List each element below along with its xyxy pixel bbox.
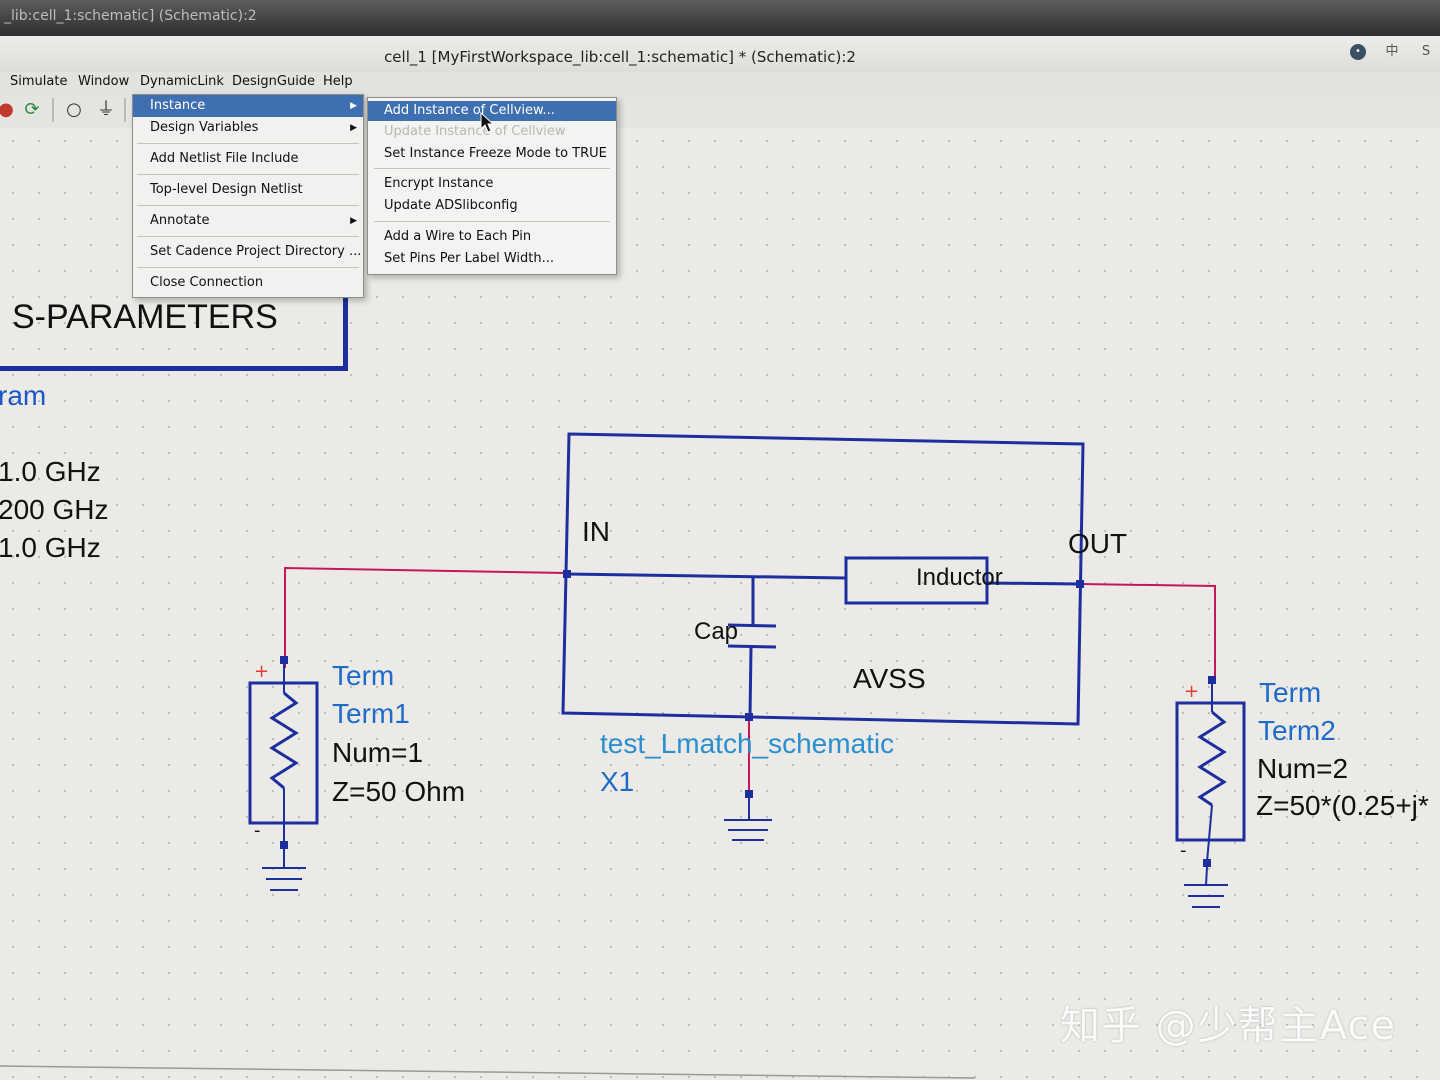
s-parameters-controller[interactable] (0, 286, 348, 371)
menu-item-add-wire-to-each-pin[interactable]: Add a Wire to Each Pin (384, 229, 532, 244)
capacitor-plate (727, 644, 777, 649)
term2-num: Num=2 (1257, 753, 1349, 784)
instance-submenu: Add Instance of Cellview... Update Insta… (367, 97, 617, 275)
menu-designguide[interactable]: DesignGuide (232, 74, 316, 89)
menu-separator (137, 143, 359, 144)
menu-item-add-netlist-file-include[interactable]: Add Netlist File Include (150, 151, 299, 166)
window-titlebar (0, 36, 1440, 74)
menu-separator (137, 267, 359, 268)
submenu-arrow-icon: ▶ (350, 123, 357, 133)
pin-label-in: IN (582, 516, 610, 547)
pin-avss (745, 713, 753, 721)
menu-item-design-variables[interactable]: Design Variables▶ (133, 117, 363, 139)
toolbar-separator (124, 98, 126, 122)
dynamiclink-menu: Instance▶ Design Variables▶ Add Netlist … (132, 94, 364, 298)
term2-symbol (1175, 701, 1246, 842)
internal-wire (748, 646, 753, 718)
menu-separator (137, 174, 359, 175)
watermark: 知乎 @少帮主Ace (1060, 1003, 1396, 1049)
menu-item-close-connection[interactable]: Close Connection (150, 275, 264, 290)
tray-icon[interactable]: S (1421, 44, 1431, 59)
sparam-name: ram (0, 380, 47, 411)
menu-dynamiclink[interactable]: DynamicLink (140, 74, 224, 89)
menu-item-top-level-design-netlist[interactable]: Top-level Design Netlist (150, 182, 303, 197)
background-window-title: _lib:cell_1:schematic] (Schematic):2 (4, 8, 257, 24)
pin-in (563, 570, 571, 578)
background-window-strip: _lib:cell_1:schematic] (Schematic):2 (0, 0, 1440, 36)
instance-id: X1 (600, 766, 635, 797)
submenu-arrow-icon: ▶ (350, 216, 357, 226)
svg-text:-: - (254, 820, 261, 841)
mouse-cursor-icon (480, 112, 495, 133)
svg-text:+: + (254, 661, 269, 682)
wire-in (284, 566, 567, 668)
port-icon[interactable]: ○ (66, 99, 82, 120)
menu-separator (137, 205, 359, 206)
wire-out (1079, 583, 1216, 680)
menu-item-update-instance-of-cellview: Update Instance of Cellview (384, 124, 566, 139)
menu-separator (374, 168, 610, 169)
menubar: Simulate Window DynamicLink DesignGuide … (0, 72, 1440, 95)
toolbar-separator (52, 98, 54, 122)
instance-cell-name: test_Lmatch_schematic (600, 728, 895, 759)
term2-impedance: Z=50*(0.25+j* (1256, 790, 1429, 821)
input-method-icon[interactable]: 中 (1385, 44, 1399, 59)
menu-item-update-adslibconfig[interactable]: Update ADSlibconfig (384, 198, 518, 213)
network-icon[interactable]: • (1350, 44, 1366, 60)
term1-impedance: Z=50 Ohm (332, 776, 466, 807)
titlebar-icons: • 中 S (1350, 44, 1434, 60)
ground-pin (745, 790, 753, 798)
pin-label-avss: AVSS (853, 663, 926, 694)
menu-separator (374, 221, 610, 222)
svg-text:+: + (1184, 681, 1199, 702)
menu-window[interactable]: Window (78, 74, 130, 89)
term2-name: Term2 (1258, 715, 1336, 746)
term1-num: Num=1 (332, 737, 424, 768)
pin-out (1076, 580, 1084, 588)
menu-item-set-instance-freeze-mode[interactable]: Set Instance Freeze Mode to TRUE (384, 146, 607, 161)
term2-resistor (1197, 710, 1227, 807)
menu-simulate[interactable]: Simulate (10, 74, 68, 89)
simulate-icon[interactable]: ⟳ (24, 99, 40, 120)
inductor-label: Inductor (916, 564, 1003, 591)
window-title: cell_1 [MyFirstWorkspace_lib:cell_1:sche… (384, 48, 856, 66)
capacitor-label: Cap (694, 618, 739, 645)
subcircuit-symbol (561, 432, 1085, 726)
internal-wire (986, 581, 1081, 586)
inductor-symbol (844, 556, 989, 605)
sparam-stop: 200 GHz (0, 494, 109, 525)
menu-item-instance[interactable]: Instance▶ (133, 95, 363, 117)
ground-icon[interactable]: ⏚ (97, 99, 115, 120)
capacitor-plate (727, 623, 777, 628)
term1-type: Term (332, 660, 395, 691)
term1-resistor (269, 691, 299, 790)
menu-item-add-instance-of-cellview[interactable]: Add Instance of Cellview... (368, 101, 616, 121)
term2-type: Term (1259, 677, 1322, 708)
menu-separator (137, 236, 359, 237)
menu-item-encrypt-instance[interactable]: Encrypt Instance (384, 176, 494, 191)
submenu-arrow-icon: ▶ (350, 101, 357, 111)
menu-item-annotate[interactable]: Annotate▶ (133, 210, 363, 232)
internal-wire (565, 572, 847, 580)
sparam-start: 1.0 GHz (0, 456, 101, 487)
menu-help[interactable]: Help (323, 74, 353, 89)
menu-item-set-pins-per-label-width[interactable]: Set Pins Per Label Width... (384, 251, 555, 266)
sparam-step: 1.0 GHz (0, 532, 101, 563)
pin-label-out: OUT (1068, 528, 1128, 559)
svg-text:-: - (1180, 840, 1187, 861)
term1-name: Term1 (332, 698, 410, 729)
s-parameters-title: S-PARAMETERS (12, 298, 278, 336)
menu-item-set-cadence-project-directory[interactable]: Set Cadence Project Directory ... (150, 244, 362, 259)
stop-simulation-icon[interactable]: ● (0, 99, 14, 120)
